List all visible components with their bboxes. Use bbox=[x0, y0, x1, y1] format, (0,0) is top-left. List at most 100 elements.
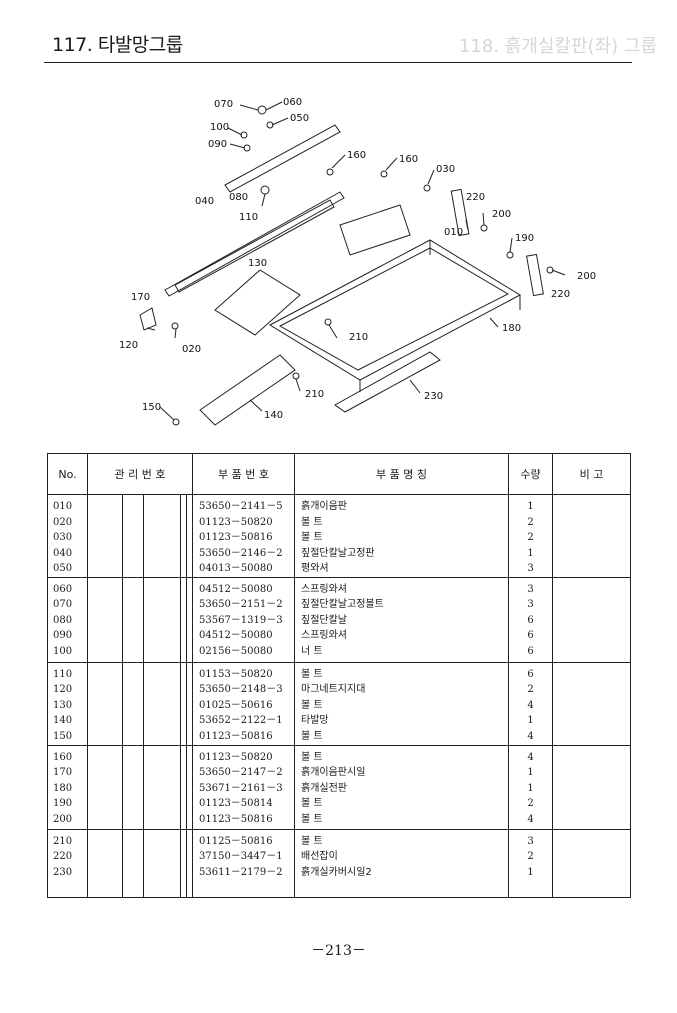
part-no-cell-line: 01025－50616 bbox=[199, 699, 273, 711]
part-no-cell-line: 53652－2122－1 bbox=[199, 715, 283, 726]
item-no-cell-line: 120 bbox=[53, 684, 73, 695]
item-no-cell-line: 180 bbox=[53, 782, 73, 794]
qty-cell-line: 4 bbox=[527, 751, 534, 763]
part-name-cell-line: 볼 트 bbox=[301, 668, 323, 680]
part-no-cell-line: 53671－2161－3 bbox=[199, 782, 283, 794]
callout-210b: 210 bbox=[305, 389, 324, 400]
item-no-cell-line: 090 bbox=[53, 630, 73, 641]
part-name-cell-line: 스프링와셔 bbox=[301, 583, 347, 595]
item-no-cell-line: 150 bbox=[53, 730, 73, 742]
callout-110: 110 bbox=[239, 212, 258, 223]
part-no-cell-line: 01123－50820 bbox=[199, 751, 273, 763]
qty-cell-line: 3 bbox=[527, 583, 534, 595]
remarks-cell bbox=[552, 494, 631, 578]
callout-220b: 220 bbox=[551, 289, 570, 300]
part-name-cell-line: 볼 트 bbox=[301, 730, 323, 742]
item-no-cell-line: 130 bbox=[53, 699, 73, 711]
callout-230: 230 bbox=[424, 391, 443, 402]
callout-070: 070 bbox=[214, 99, 233, 110]
header-no: No. bbox=[47, 453, 88, 495]
callout-060: 060 bbox=[283, 97, 302, 108]
part-no-cell-line: 53567－1319－3 bbox=[199, 614, 283, 626]
item-no-cell-line: 230 bbox=[53, 866, 73, 878]
callout-200a: 200 bbox=[492, 209, 511, 220]
middle-bar-shape bbox=[174, 199, 335, 293]
part-name-cell-line: 볼 트 bbox=[301, 532, 323, 543]
callout-050: 050 bbox=[290, 113, 309, 124]
item-no-cell-line: 070 bbox=[53, 599, 73, 610]
part-name-cell-line: 짚절단칼날고정판 bbox=[301, 547, 375, 559]
part-name-cell-line: 짚절단칼날 bbox=[301, 614, 347, 626]
item-no-cell-line: 100 bbox=[53, 645, 73, 657]
part-no-cell-line: 37150－3447－1 bbox=[199, 851, 283, 862]
part-no-cell-line: 01123－50816 bbox=[199, 813, 273, 825]
callout-210a: 210 bbox=[349, 332, 368, 343]
mgmt-cell-3 bbox=[143, 828, 181, 898]
mgmt-cell-1 bbox=[87, 744, 123, 830]
item-no-cell-line: 140 bbox=[53, 715, 73, 726]
item-no-cell-line: 110 bbox=[53, 668, 73, 680]
header-part-no: 부 품 번 호 bbox=[192, 453, 295, 495]
item-no-cell-line: 030 bbox=[53, 532, 73, 543]
callout-160b: 160 bbox=[399, 154, 418, 165]
part-no-cell-line: 04512－50080 bbox=[199, 630, 273, 641]
part-no-cell-line: 01125－50816 bbox=[199, 835, 273, 847]
qty-cell-line: 3 bbox=[527, 599, 534, 610]
part-name-cell-line: 볼 트 bbox=[301, 516, 323, 528]
blade-assembly-shape bbox=[199, 354, 296, 426]
part-name-cell-line: 타발망 bbox=[301, 715, 329, 726]
callout-200b: 200 bbox=[577, 271, 596, 282]
qty-cell-line: 6 bbox=[527, 614, 534, 626]
callout-010: 010 bbox=[444, 227, 463, 238]
part-no-cell-line: 53650－2147－2 bbox=[199, 767, 283, 778]
upper-bar-shape bbox=[224, 124, 341, 193]
qty-cell-line: 6 bbox=[527, 645, 534, 657]
qty-cell-line: 1 bbox=[527, 715, 534, 726]
qty-cell-line: 2 bbox=[527, 516, 534, 528]
qty-cell-line: 2 bbox=[527, 532, 534, 543]
mgmt-cell-2 bbox=[122, 828, 144, 898]
remarks-cell bbox=[552, 661, 631, 746]
callout-040: 040 bbox=[195, 196, 214, 207]
part-name-cell-line: 흙개실전판 bbox=[301, 782, 347, 794]
mgmt-cell-1 bbox=[87, 661, 123, 746]
part-name-cell-line: 볼 트 bbox=[301, 835, 323, 847]
qty-cell-line: 1 bbox=[527, 866, 534, 878]
part-no-cell-line: 53650－2141－5 bbox=[199, 501, 283, 512]
part-name-cell-line: 흙개이음판 bbox=[301, 501, 347, 512]
callout-100: 100 bbox=[210, 122, 229, 133]
bottom-plate-shape bbox=[334, 351, 441, 413]
part-no-cell-line: 04013－50080 bbox=[199, 563, 273, 574]
qty-cell-line: 6 bbox=[527, 668, 534, 680]
part-name-cell-line: 평와셔 bbox=[301, 563, 329, 574]
callout-160a: 160 bbox=[347, 150, 366, 161]
qty-cell-line: 4 bbox=[527, 813, 534, 825]
part-name-cell-line: 마그네트지지대 bbox=[301, 684, 366, 695]
qty-cell-line: 1 bbox=[527, 782, 534, 794]
mgmt-cell-2 bbox=[122, 576, 144, 663]
part-no-cell-line: 53650－2146－2 bbox=[199, 547, 283, 559]
exploded-parts-diagram: 070 060 050 100 090 040 080 110 160 160 … bbox=[119, 97, 596, 426]
header-remarks: 비 고 bbox=[552, 453, 631, 495]
qty-cell-line: 4 bbox=[527, 730, 534, 742]
item-no-cell-line: 220 bbox=[53, 851, 73, 862]
part-no-cell-line: 01123－50816 bbox=[199, 532, 273, 543]
callout-190: 190 bbox=[515, 233, 534, 244]
part-no-cell: 01123－50820 53650－2147－2 53671－2161－3 01123… bbox=[192, 744, 295, 830]
